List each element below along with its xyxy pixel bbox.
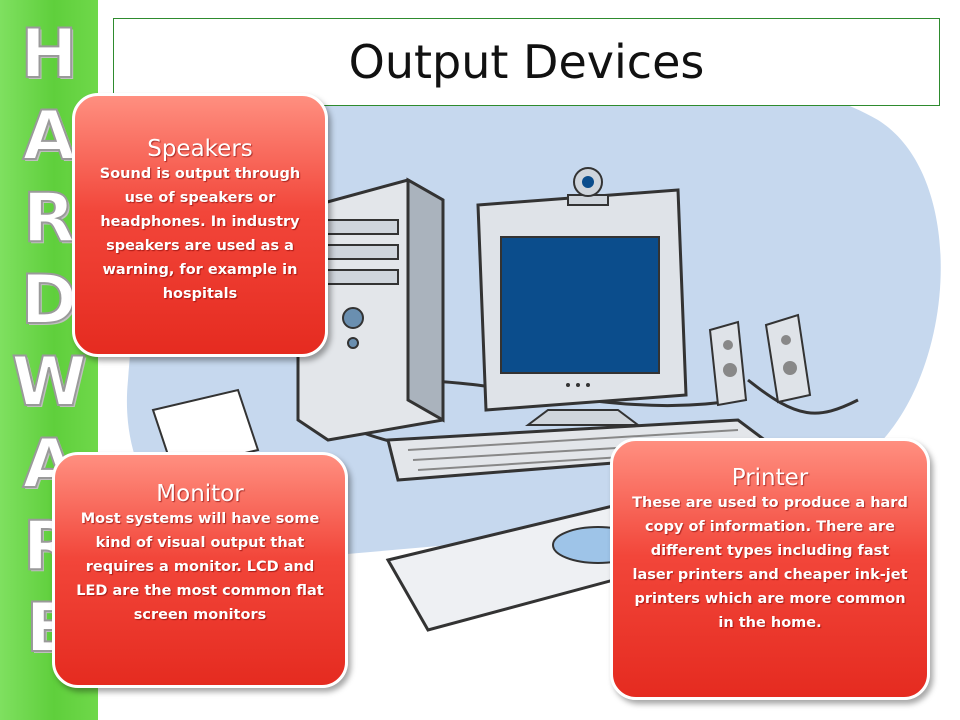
side-letter: H <box>20 14 79 95</box>
speakers-card: Speakers Sound is output through use of … <box>72 93 328 357</box>
monitor-card-title: Monitor <box>156 481 244 507</box>
printer-card-title: Printer <box>731 465 809 491</box>
webcam <box>567 167 609 206</box>
printer-card: Printer These are used to produce a hard… <box>610 438 930 700</box>
speakers-card-title: Speakers <box>147 136 253 162</box>
keyboard <box>386 418 783 482</box>
side-letter: D <box>20 260 78 341</box>
speaker-left <box>708 320 748 407</box>
speakers-card-body: Sound is output through use of speakers … <box>99 166 301 302</box>
cable <box>747 378 859 415</box>
side-letter: W <box>10 342 87 423</box>
paper-sheet <box>151 388 260 472</box>
side-letter: R <box>22 178 76 259</box>
side-letter: A <box>22 96 77 177</box>
title-box: Output Devices <box>113 18 940 106</box>
monitor <box>476 188 688 426</box>
page-title: Output Devices <box>348 35 705 89</box>
speaker-right <box>764 313 812 404</box>
monitor-card-body: Most systems will have some kind of visu… <box>76 511 324 623</box>
printer-card-body: These are used to produce a hard copy of… <box>632 495 908 631</box>
computer-illustration <box>126 58 941 632</box>
monitor-card: Monitor Most systems will have some kind… <box>52 452 348 688</box>
side-banner-letters: H A R D W A R E <box>0 14 98 670</box>
